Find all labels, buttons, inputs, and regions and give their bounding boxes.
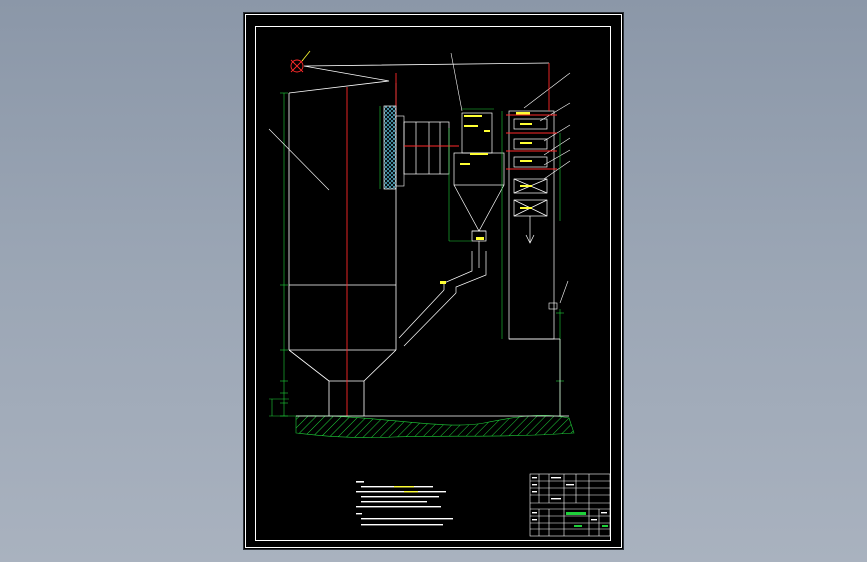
back-pass-labels — [516, 112, 532, 209]
furnace-tower — [288, 62, 550, 416]
air-preheater — [383, 105, 397, 190]
cyclone-dims — [448, 108, 494, 242]
duct-label — [440, 281, 446, 284]
preheater-frame — [395, 115, 405, 187]
title-block — [529, 473, 611, 537]
leader-lines — [268, 52, 571, 304]
back-pass — [508, 110, 555, 340]
cyclone-labels — [460, 115, 490, 240]
boiler-elevation-drawing — [245, 14, 622, 548]
inner-border — [255, 26, 611, 541]
drawing-sheet — [244, 13, 623, 549]
title-block-drawing-no — [574, 525, 582, 527]
gauge-leader — [301, 50, 311, 62]
circle-cross-icon — [290, 59, 304, 73]
outer-border — [245, 14, 622, 548]
technical-notes-highlight — [394, 486, 418, 493]
return-duct — [398, 251, 487, 347]
back-pass-outlet — [548, 302, 558, 310]
horizontal-flue — [403, 121, 450, 175]
hatched-ground-icon — [295, 414, 575, 438]
title-block-name — [566, 512, 586, 515]
technical-notes — [356, 481, 453, 526]
title-block-marks — [532, 477, 607, 521]
cyclone-separator — [453, 112, 505, 268]
title-block-scale — [602, 525, 608, 527]
furnace-dimensions — [269, 92, 364, 417]
